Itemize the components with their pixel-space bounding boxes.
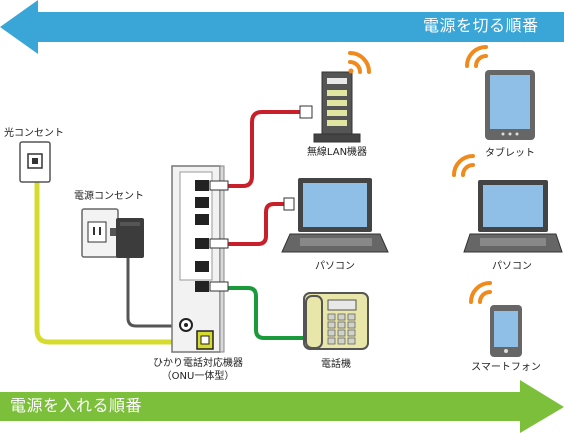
power-on-order-label: 電源を入れる順番 (10, 396, 143, 415)
onu-device (171, 165, 229, 353)
wifi-icon (465, 45, 488, 68)
onu-label-line2: （ONU一体型） (161, 371, 235, 382)
power-off-order-label: 電源を切る順番 (423, 16, 539, 35)
wireless-lan-device (299, 71, 361, 143)
power-on-arrow (0, 380, 564, 433)
tablet-label: タブレット (485, 148, 535, 159)
tablet-device (485, 70, 535, 140)
power-cable (126, 258, 183, 328)
telephone (303, 292, 369, 350)
laptop-center (281, 178, 389, 253)
wifi-icon (469, 281, 492, 304)
smartphone-label: スマートフォン (471, 362, 541, 373)
lan-port-icon (195, 180, 209, 292)
smartphone-device (490, 305, 522, 357)
optical-outlet (19, 141, 51, 183)
laptop-right (463, 180, 563, 253)
wireless-lan-label: 無線LAN機器 (306, 147, 368, 158)
power-outlet (81, 208, 119, 258)
power-off-arrow (0, 0, 564, 54)
pc-center-label: パソコン (315, 261, 355, 272)
phone-cable (228, 286, 306, 340)
optical-outlet-label: 光コンセント (4, 128, 64, 139)
lan-cable-pc (228, 202, 286, 246)
phone-label: 電話機 (321, 359, 351, 370)
lan-cable-wireless (228, 110, 302, 188)
wifi-icon (452, 154, 475, 177)
power-outlet-label: 電源コンセント (74, 191, 144, 202)
power-plug-icon (110, 218, 144, 258)
wifi-icon (348, 51, 371, 74)
onu-label-line1: ひかり電話対応機器 (153, 358, 243, 369)
optical-cable (34, 170, 196, 345)
pc-right-label: パソコン (492, 261, 532, 272)
